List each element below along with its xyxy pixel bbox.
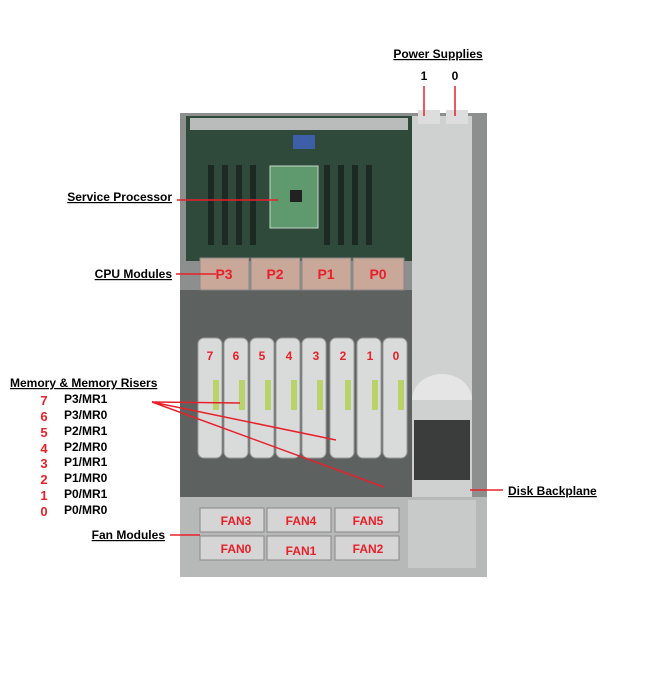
riser-number: 3 [313,349,320,363]
memory-callout-lines [151,401,385,488]
riser-number: 5 [259,349,266,363]
cpu-modules: P3 P2 P1 P0 [199,257,405,291]
disk-backplane-label: Disk Backplane [508,484,597,498]
cpu-label: P0 [369,266,386,282]
memory-list: 7 P3/MR1 6 P3/MR0 5 P2/MR1 4 P2/MR0 3 P1… [40,392,107,519]
fan-label: FAN4 [286,514,317,528]
fan-label: FAN5 [353,514,384,528]
fan-label: FAN3 [221,514,252,528]
memory-list-number: 0 [40,504,47,519]
memory-list-item: P2/MR0 [64,440,108,454]
memory-list-number: 6 [40,409,47,424]
memory-list-item: P1/MR1 [64,455,108,469]
memory-list-item: P2/MR1 [64,424,108,438]
cpu-label: P3 [215,266,232,282]
riser-number: 2 [340,349,347,363]
riser-number: 1 [367,349,374,363]
memory-risers: 7 6 5 4 3 2 1 0 [197,337,408,459]
riser-number: 7 [207,349,214,363]
cpu-label: P1 [317,266,334,282]
riser-number: 4 [286,349,293,363]
riser-number: 0 [393,349,400,363]
memory-list-number: 2 [40,472,47,487]
memory-list-item: P0/MR0 [64,503,108,517]
cpu-modules-label: CPU Modules [95,267,173,281]
memory-list-item: P3/MR1 [64,392,108,406]
riser-number: 6 [233,349,240,363]
memory-list-item: P1/MR0 [64,471,108,485]
fan-modules: FAN3 FAN4 FAN5 FAN0 FAN1 FAN2 [199,507,400,561]
fan-label: FAN2 [353,542,384,556]
memory-list-number: 4 [40,441,48,456]
memory-list-number: 7 [40,393,47,408]
memory-list-item: P0/MR1 [64,487,108,501]
disk-backplane-area [408,500,476,568]
memory-list-number: 1 [40,488,47,503]
fan-label: FAN0 [221,542,252,556]
power-supply-number: 1 [421,69,428,83]
power-supplies-label: Power Supplies [393,47,483,61]
memory-list-item: P3/MR0 [64,408,108,422]
fan-modules-label: Fan Modules [92,528,166,542]
power-supply-number: 0 [452,69,459,83]
power-supply-callout-lines [423,86,456,116]
service-processor-label: Service Processor [67,190,172,204]
memory-list-number: 3 [40,456,47,471]
cpu-label: P2 [266,266,283,282]
fan-label: FAN1 [286,544,317,558]
memory-list-number: 5 [40,425,47,440]
memory-risers-label: Memory & Memory Risers [10,376,158,390]
